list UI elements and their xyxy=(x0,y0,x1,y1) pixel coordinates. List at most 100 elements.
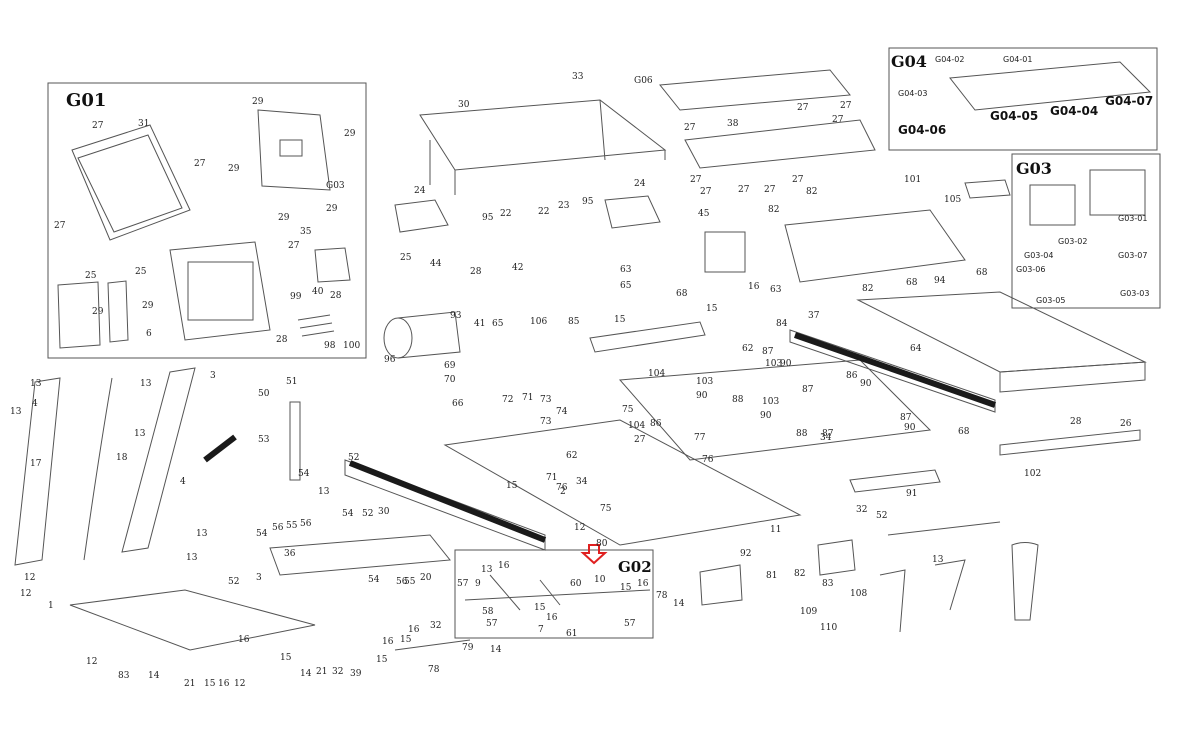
part-number-label: 22 xyxy=(538,207,550,217)
part-number-label: 25 xyxy=(85,271,97,281)
part-number-label: 62 xyxy=(566,451,578,461)
right-armrest xyxy=(604,195,661,229)
part-number-label: 15 xyxy=(376,655,388,665)
part-number-label: 93 xyxy=(450,311,462,321)
part-number-label: 16 xyxy=(408,625,420,635)
part-number-label: 105 xyxy=(944,195,962,205)
console-back-cover xyxy=(71,124,191,241)
part-number-label: 65 xyxy=(492,319,504,329)
part-number-label: 99 xyxy=(290,292,302,302)
handle-bars-small xyxy=(297,314,335,337)
part-number-label: 27 xyxy=(700,187,712,197)
motor-cover-base xyxy=(684,119,876,169)
part-number-label: 54 xyxy=(298,469,310,479)
part-number-label: 69 xyxy=(444,361,456,371)
part-number-label: 15 xyxy=(706,304,718,314)
part-number-label: 77 xyxy=(694,433,706,443)
base-frame xyxy=(69,589,316,651)
part-number-label: 56 xyxy=(300,519,312,529)
hood-cover xyxy=(784,209,966,283)
part-number-label: 71 xyxy=(546,473,558,483)
part-number-label: 31 xyxy=(138,119,150,129)
part-number-label: 39 xyxy=(350,669,362,679)
rear-foot-cover xyxy=(699,564,743,606)
part-number-label: 9 xyxy=(475,579,481,589)
part-number-label: 6 xyxy=(146,329,152,339)
part-number-label: 60 xyxy=(570,579,582,589)
part-number-label: 15 xyxy=(620,583,632,593)
g03-sub-label: G03-07 xyxy=(1118,251,1148,260)
part-number-label: 27 xyxy=(690,175,702,185)
part-number-label: 13 xyxy=(932,555,944,565)
part-number-label: 16 xyxy=(546,613,558,623)
g03-panel-left xyxy=(1029,184,1076,226)
part-number-label: 36 xyxy=(284,549,296,559)
running-deck xyxy=(856,291,1147,373)
part-number-label: 55 xyxy=(404,577,416,587)
part-number-label: 13 xyxy=(481,565,493,575)
g03-sub-label: G03-01 xyxy=(1118,214,1148,223)
part-number-label: 21 xyxy=(316,667,328,677)
part-number-label: 87 xyxy=(822,429,834,439)
motor-controller xyxy=(704,231,746,273)
part-number-label: 70 xyxy=(444,375,456,385)
g03-sub-label: G03-06 xyxy=(1016,265,1046,274)
part-number-label: 91 xyxy=(906,489,918,499)
g04-box xyxy=(888,47,1158,151)
part-number-label: 16 xyxy=(218,679,230,689)
console-pcb-panel xyxy=(257,109,331,191)
part-number-label: 57 xyxy=(457,579,469,589)
part-number-label: 102 xyxy=(1024,469,1042,479)
part-number-label: 96 xyxy=(384,355,396,365)
small-grip xyxy=(203,434,237,463)
part-number-label: 82 xyxy=(806,187,818,197)
part-number-label: 98 xyxy=(324,341,336,351)
part-number-label: 4 xyxy=(180,477,186,487)
part-number-label: 58 xyxy=(482,607,494,617)
part-number-label: 57 xyxy=(486,619,498,629)
part-number-label: 27 xyxy=(92,121,104,131)
part-number-label: 108 xyxy=(850,589,868,599)
right-belt-strip xyxy=(794,332,996,408)
part-number-label: 85 xyxy=(568,317,580,327)
g02-linkage-bar xyxy=(464,589,651,601)
part-number-label: 90 xyxy=(780,359,792,369)
part-number-label: 29 xyxy=(326,204,338,214)
console-side-strip xyxy=(107,280,129,343)
upright-frame-top xyxy=(419,99,667,171)
part-number-label: 76 xyxy=(556,483,568,493)
part-number-label: 45 xyxy=(698,209,710,219)
part-number-label: 13 xyxy=(30,379,42,389)
part-number-label: 81 xyxy=(766,571,778,581)
part-number-label: 82 xyxy=(768,205,780,215)
part-number-label: 90 xyxy=(904,423,916,433)
g04-sub-label: G04-03 xyxy=(898,89,928,98)
part-number-label: 78 xyxy=(656,591,668,601)
part-number-label: 13 xyxy=(318,487,330,497)
part-number-label: 34 xyxy=(576,477,588,487)
right-side-rail xyxy=(789,329,996,413)
part-number-label: 84 xyxy=(776,319,788,329)
g03-sub-label: G03-02 xyxy=(1058,237,1088,246)
upright-frame-legs xyxy=(429,99,666,195)
running-deck-edge xyxy=(999,361,1146,393)
part-number-label: 75 xyxy=(600,504,612,514)
part-number-label: 95 xyxy=(582,197,594,207)
part-number-label: 11 xyxy=(770,525,782,535)
left-upright xyxy=(14,377,61,566)
g04-sub-label: G04-06 xyxy=(898,123,947,137)
wheel-cover xyxy=(817,539,856,576)
part-number-label: 13 xyxy=(196,529,208,539)
part-number-label: 28 xyxy=(330,291,342,301)
part-number-label: 103 xyxy=(765,359,783,369)
part-number-label: 27 xyxy=(54,221,66,231)
part-number-label: 25 xyxy=(400,253,412,263)
part-number-label: 65 xyxy=(620,281,632,291)
group-title-g04: G04 xyxy=(891,52,927,71)
main-frame xyxy=(443,419,802,546)
part-number-label: 73 xyxy=(540,417,552,427)
part-number-label: 74 xyxy=(556,407,568,417)
part-number-label: 37 xyxy=(808,311,820,321)
console-screen xyxy=(187,261,254,321)
